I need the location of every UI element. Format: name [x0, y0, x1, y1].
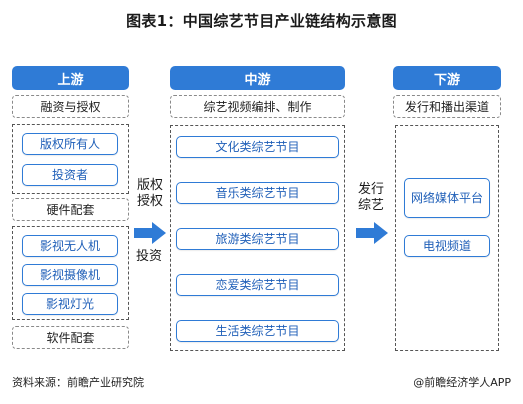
arrow-right-icon: [134, 222, 166, 244]
variety-show-group: 文化类综艺节目 音乐类综艺节目 旅游类综艺节目 恋爱类综艺节目 生活类综艺节目: [170, 125, 345, 351]
upstream-header: 上游: [12, 66, 129, 90]
channel-item-online-media: 网络媒体平台: [404, 178, 490, 218]
arrow-label-investment: 投资: [135, 249, 162, 264]
source-note: 资料来源：前瞻产业研究院: [12, 376, 144, 389]
hardware-item-drone: 影视无人机: [22, 235, 118, 257]
page-title: 图表1：中国综艺节目产业链结构示意图: [126, 12, 397, 30]
financing-section-label: 融资与授权: [12, 95, 129, 118]
channel-section-label: 发行和播出渠道: [393, 95, 501, 118]
hardware-item-lighting: 影视灯光: [22, 293, 118, 315]
variety-item-music: 音乐类综艺节目: [176, 182, 339, 204]
channel-item-tv: 电视频道: [404, 235, 490, 257]
brand-credit: @前瞻经济学人APP: [413, 376, 511, 389]
financing-group: 版权所有人 投资者: [12, 124, 129, 194]
financing-item-investor: 投资者: [22, 164, 118, 186]
arrow-label-copyright-license: 版权授权: [136, 178, 163, 209]
financing-item-copyright-owner: 版权所有人: [22, 133, 118, 155]
variety-item-lifestyle: 生活类综艺节目: [176, 320, 339, 342]
arrow-right-icon: [356, 222, 388, 244]
production-section-label: 综艺视频编排、制作: [170, 95, 345, 118]
hardware-section-label: 硬件配套: [12, 198, 129, 221]
variety-item-culture: 文化类综艺节目: [176, 136, 339, 158]
arrow-label-distribution: 发行综艺: [357, 182, 384, 213]
variety-item-romance: 恋爱类综艺节目: [176, 274, 339, 296]
downstream-header: 下游: [393, 66, 501, 90]
channel-group: 网络媒体平台 电视频道: [395, 125, 499, 351]
hardware-item-camera: 影视摄像机: [22, 264, 118, 286]
variety-item-travel: 旅游类综艺节目: [176, 228, 339, 250]
midstream-header: 中游: [170, 66, 345, 90]
software-section-label: 软件配套: [12, 326, 129, 349]
hardware-group: 影视无人机 影视摄像机 影视灯光: [12, 226, 129, 320]
